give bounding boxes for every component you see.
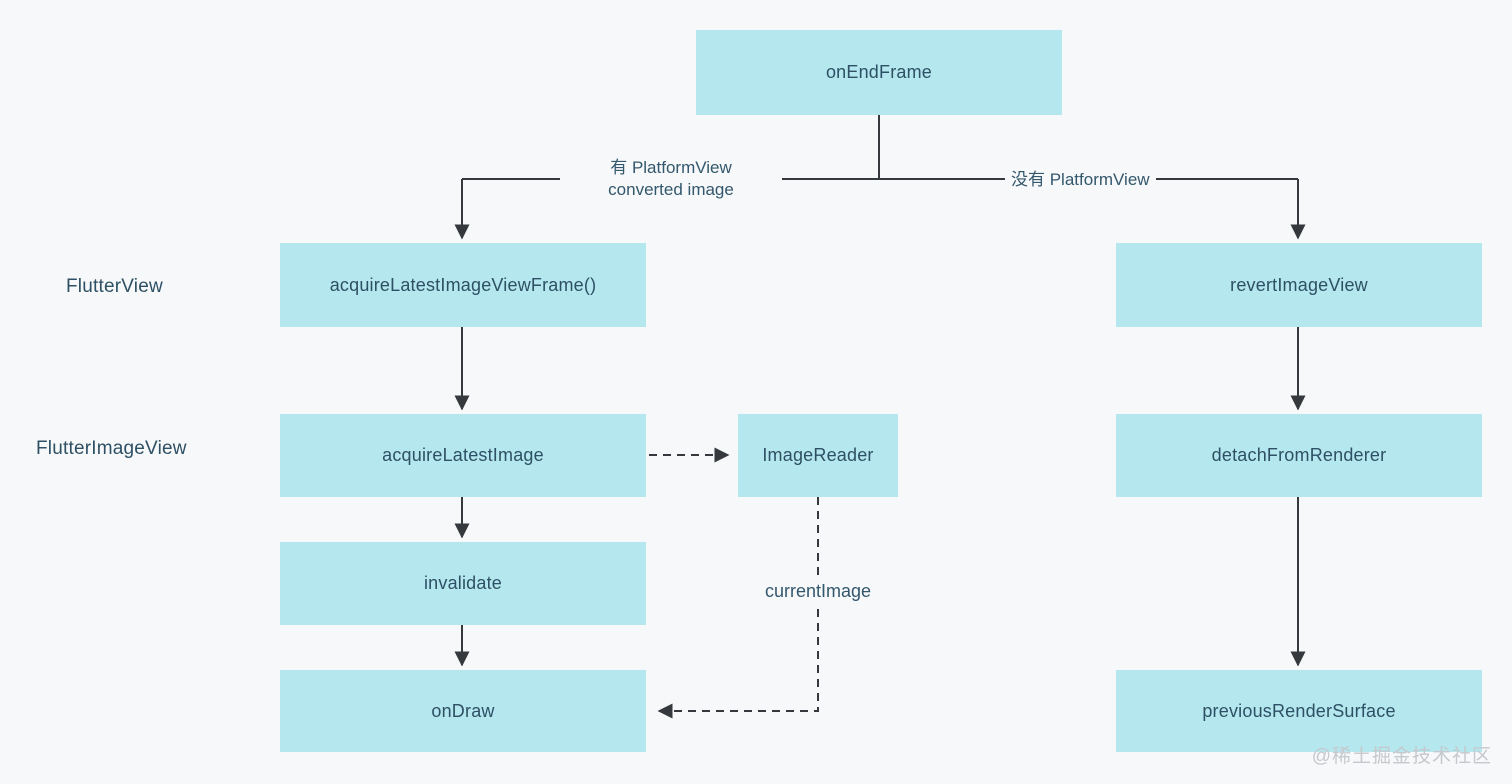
row-label-flutter-image-view: FlutterImageView <box>36 438 187 459</box>
row-label-flutter-view: FlutterView <box>66 276 163 297</box>
node-previous-render-surface: previousRenderSurface <box>1116 670 1482 752</box>
node-on-draw: onDraw <box>280 670 646 752</box>
edge-label-has-platform-view: 有 PlatformView converted image <box>560 157 782 201</box>
edge-label-has-platform-view-line2: converted image <box>608 180 734 199</box>
node-acquire-latest-image-view-frame: acquireLatestImageViewFrame() <box>280 243 646 327</box>
node-detach-from-renderer: detachFromRenderer <box>1116 414 1482 497</box>
node-acquire-latest-image: acquireLatestImage <box>280 414 646 497</box>
edge-label-has-platform-view-line1: 有 PlatformView <box>610 158 732 177</box>
node-invalidate: invalidate <box>280 542 646 625</box>
edge-imagereader-to-ondraw-dashed <box>657 497 819 719</box>
node-on-end-frame: onEndFrame <box>696 30 1062 115</box>
watermark: @稀土掘金技术社区 <box>1311 746 1492 767</box>
edge-label-current-image: currentImage <box>748 578 888 604</box>
node-image-reader: ImageReader <box>738 414 898 497</box>
node-revert-image-view: revertImageView <box>1116 243 1482 327</box>
edge-label-no-platform-view: 没有 PlatformView <box>1005 169 1156 191</box>
